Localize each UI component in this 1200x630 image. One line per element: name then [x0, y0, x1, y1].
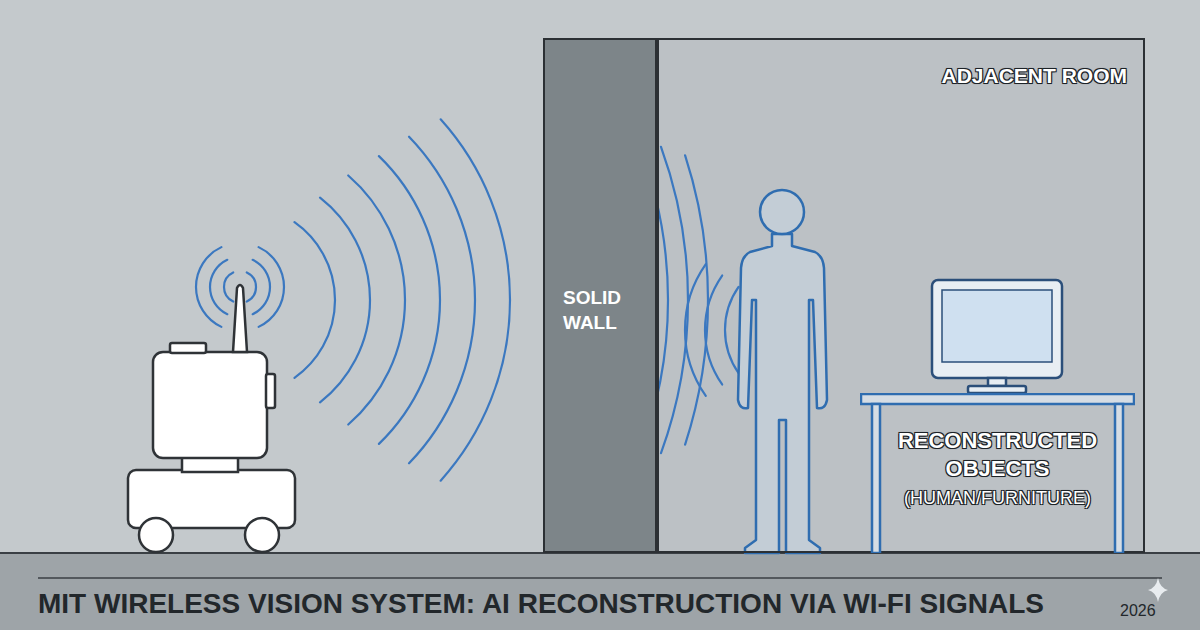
monitor-frame: [932, 280, 1062, 378]
robot-body: [153, 352, 267, 458]
signal-wave: [441, 119, 510, 480]
desk-top: [861, 394, 1134, 404]
room-label: ADJACENT ROOM: [659, 40, 1143, 88]
room-floor-fill: [657, 38, 1145, 553]
signal-wave: [379, 156, 440, 444]
robot-wheel: [139, 518, 173, 552]
object-note: (HUMAN/FURNITURE): [886, 486, 1109, 511]
signal-wave: [685, 155, 708, 444]
robot-top-cap: [170, 343, 206, 353]
desk-leg: [872, 404, 880, 553]
wall-band: SOLID WALL: [543, 38, 657, 553]
signal-wave: [409, 137, 475, 463]
banner-title: MIT WIRELESS VISION SYSTEM: AI RECONSTRU…: [38, 588, 1044, 620]
signal-wave: [661, 147, 688, 453]
signal-wave: [685, 264, 706, 396]
signal-wave: [348, 175, 405, 424]
signal-wave: [196, 247, 221, 327]
signal-wave: [210, 260, 227, 314]
object-heading: RECONSTRUCTED OBJECTS: [886, 427, 1109, 482]
wall-label: SOLID WALL: [563, 286, 655, 335]
year-label: 2026: [1120, 602, 1156, 620]
signal-wave: [725, 287, 739, 373]
monitor-screen: [942, 290, 1052, 362]
monitor: [932, 280, 1062, 393]
monitor-base: [968, 386, 1026, 393]
robot: [128, 285, 295, 552]
robot-wheel: [245, 518, 279, 552]
human-figure: [738, 234, 827, 553]
sparkle-mark: [1148, 578, 1168, 602]
signal-wave: [320, 198, 370, 403]
signal-wave: [253, 260, 270, 314]
signal-wave: [224, 272, 233, 301]
desk-box: RECONSTRUCTED OBJECTS (HUMAN/FURNITURE): [860, 393, 1135, 553]
room-region: ADJACENT ROOM RECONSTRUCTED OBJECTS (HUMAN…: [657, 38, 1145, 553]
signal-wave: [247, 272, 256, 301]
desk-leg: [1115, 404, 1123, 553]
human-head: [760, 190, 804, 234]
band-rule: [38, 577, 1162, 579]
robot-antenna: [233, 285, 247, 352]
signal-wave: [705, 276, 722, 385]
signal-wave: [259, 247, 284, 327]
signal-wave: [294, 222, 335, 378]
bottom-band: [0, 553, 1200, 630]
desk-text-area: RECONSTRUCTED OBJECTS (HUMAN/FURNITURE): [860, 393, 1135, 511]
robot-handle: [266, 374, 275, 408]
